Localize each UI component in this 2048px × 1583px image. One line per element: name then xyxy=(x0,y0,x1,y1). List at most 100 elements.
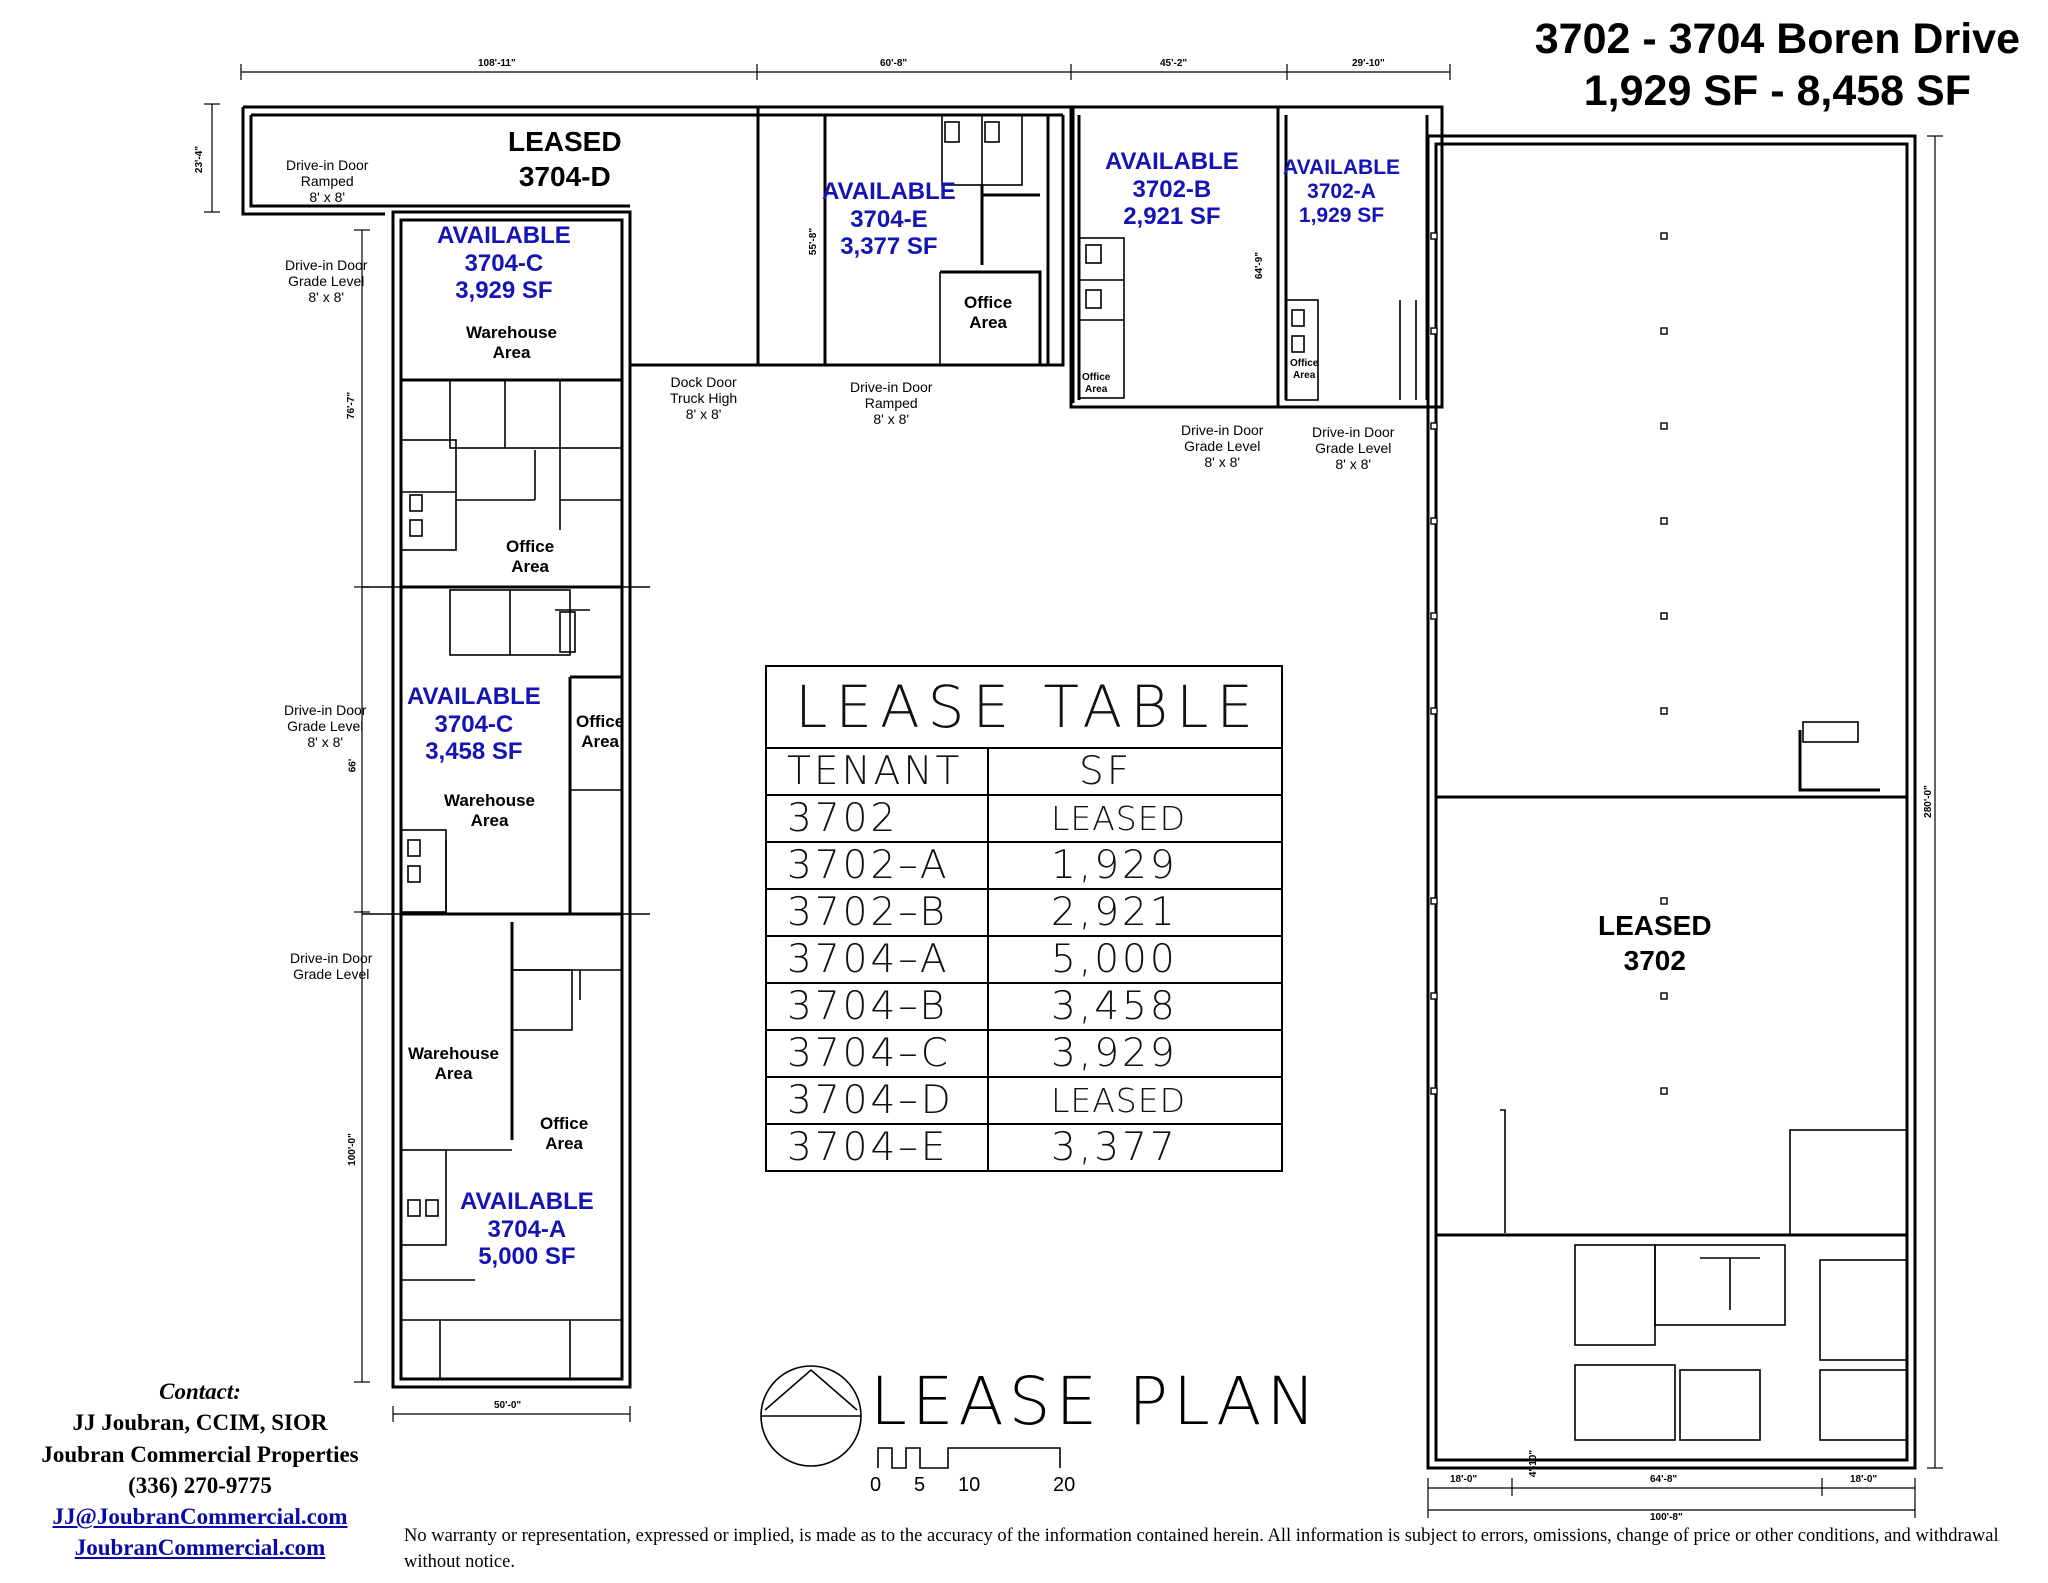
table-row: 3704–A 5,000 xyxy=(765,935,1283,984)
column-header-sf: SF xyxy=(987,747,1283,796)
contact-company: Joubran Commercial Properties xyxy=(41,1441,359,1467)
dimension-text: 23'-4" xyxy=(194,145,206,174)
sf-cell: 1,929 xyxy=(987,841,1283,890)
property-address: 3702 - 3704 Boren Drive xyxy=(1534,15,2020,63)
room-label-line: Warehouse xyxy=(444,791,536,810)
door-label: Drive-in Door Ramped 8' x 8' xyxy=(286,157,368,205)
space-3704-e-label: AVAILABLE 3704-E 3,377 SF xyxy=(822,178,956,261)
space-unit: 3704-E xyxy=(850,205,928,233)
room-label-warehouse: Warehouse Area xyxy=(466,323,557,362)
dimension-text: 29'-10" xyxy=(1352,58,1385,69)
dimension-text: 64'-9" xyxy=(1254,251,1266,280)
space-unit: 3704-D xyxy=(518,161,611,192)
dimension-text: 60'-8" xyxy=(880,58,908,69)
sf-cell: 3,929 xyxy=(987,1029,1283,1078)
northeast-units-walls xyxy=(1069,105,1444,409)
door-label-line: Drive-in Door xyxy=(290,950,373,966)
space-unit: 3702-B xyxy=(1132,175,1212,203)
space-sf: 3,929 SF xyxy=(455,277,553,305)
dimension-text: 64'-8" xyxy=(1650,1474,1678,1485)
scale-bar xyxy=(877,1447,1061,1469)
contact-phone: (336) 270-9775 xyxy=(128,1472,272,1498)
contact-block: Contact: JJ Joubran, CCIM, SIOR Joubran … xyxy=(12,1376,388,1564)
room-label-office: Office Area xyxy=(576,712,624,751)
space-sf: 3,377 SF xyxy=(840,233,938,261)
table-row: 3704–C 3,929 xyxy=(765,1029,1283,1078)
door-label-line: Ramped xyxy=(864,395,918,412)
contact-name: JJ Joubran, CCIM, SIOR xyxy=(72,1410,328,1436)
room-label-line: Office xyxy=(964,293,1013,312)
door-label-line: Grade Level xyxy=(287,718,364,735)
space-unit: 3702-A xyxy=(1307,180,1376,204)
lease-table-title: LEASE TABLE xyxy=(765,665,1283,749)
tenant-cell: 3702–A xyxy=(765,841,989,890)
door-label-line: Truck High xyxy=(670,390,738,407)
room-label-line: Area xyxy=(969,312,1007,332)
door-label: Drive-in Door Grade Level 8' x 8' xyxy=(284,702,366,750)
space-unit: 3704-C xyxy=(464,249,544,277)
space-status: LEASED xyxy=(1598,910,1712,941)
scale-label: 5 xyxy=(914,1474,926,1496)
room-label-office-small: Office Area xyxy=(1290,358,1318,381)
door-label-line: Drive-in Door xyxy=(284,702,367,718)
room-label-office: Office Area xyxy=(506,537,554,576)
tenant-cell: 3704–B xyxy=(765,982,989,1031)
space-unit: 3704-A xyxy=(487,1215,567,1243)
door-label: Drive-in Door Grade Level xyxy=(290,950,372,982)
room-label-warehouse: Warehouse Area xyxy=(408,1044,499,1083)
room-label-line: Area xyxy=(545,1133,583,1153)
column-grid xyxy=(1430,232,1668,1095)
property-title-block: 3702 - 3704 Boren Drive 1,929 SF - 8,458… xyxy=(1535,14,2020,117)
room-label-warehouse: Warehouse Area xyxy=(444,791,535,830)
dimension-text: 76'-7" xyxy=(346,391,358,420)
room-label-office: Office Area xyxy=(540,1114,588,1153)
dimension-text: 55'-8" xyxy=(808,227,820,256)
space-status: AVAILABLE xyxy=(407,683,541,710)
sf-cell: 5,000 xyxy=(987,935,1283,984)
size-range: 1,929 SF - 8,458 SF xyxy=(1583,66,1971,115)
door-label-line: 8' x 8' xyxy=(308,289,345,306)
table-row: 3704–E 3,377 xyxy=(765,1123,1283,1172)
room-label-line: Area xyxy=(434,1063,473,1083)
door-label: Dock Door Truck High 8' x 8' xyxy=(670,374,737,422)
sf-cell: 3,458 xyxy=(987,982,1283,1031)
space-3704-a-label: AVAILABLE 3704-A 5,000 SF xyxy=(460,1188,594,1271)
door-label-line: 8' x 8' xyxy=(685,406,722,423)
room-label-office: Office Area xyxy=(964,293,1012,332)
room-label-office-small: Office Area xyxy=(1082,372,1110,395)
dimension-text: 45'-2" xyxy=(1160,58,1188,69)
door-label: Drive-in Door Grade Level 8' x 8' xyxy=(285,257,367,305)
space-3702-b-label: AVAILABLE 3702-B 2,921 SF xyxy=(1105,148,1239,231)
right-dimension-lines xyxy=(1427,135,1943,1518)
sf-cell: 2,921 xyxy=(987,888,1283,937)
tenant-cell: 3704–A xyxy=(765,935,989,984)
room-label-line: Office xyxy=(506,537,555,556)
contact-website-link[interactable]: JoubranCommercial.com xyxy=(74,1535,326,1561)
tenant-cell: 3702 xyxy=(765,794,989,843)
space-3702-a-label: AVAILABLE 3702-A 1,929 SF xyxy=(1283,156,1400,228)
room-label-line: Office xyxy=(576,712,625,731)
door-label-line: 8' x 8' xyxy=(309,189,346,206)
door-label-line: Ramped xyxy=(300,173,354,190)
space-sf: 5,000 SF xyxy=(478,1243,576,1271)
tenant-cell: 3704–E xyxy=(765,1123,989,1172)
room-label-line: Area xyxy=(1085,383,1108,395)
table-row: 3702–B 2,921 xyxy=(765,888,1283,937)
sf-cell: LEASED xyxy=(987,794,1283,843)
door-label-line: Drive-in Door xyxy=(850,379,933,395)
north-arrow-symbol xyxy=(760,1365,862,1467)
room-label-line: Area xyxy=(470,810,509,830)
lease-table: LEASE TABLE TENANT SF 3702 LEASED 3702–A… xyxy=(765,665,1283,1172)
contact-email-link[interactable]: JJ@JoubranCommercial.com xyxy=(52,1504,348,1530)
space-3702-label: LEASED 3702 xyxy=(1598,908,1712,978)
door-label: Drive-in Door Ramped 8' x 8' xyxy=(850,379,932,427)
room-label-line: Office xyxy=(540,1114,589,1133)
dimension-text: 66' xyxy=(347,758,359,773)
space-3704-c-mid-label: AVAILABLE 3704-C 3,458 SF xyxy=(407,683,541,766)
dimension-text: 4'-10" xyxy=(1528,1449,1540,1478)
room-label-line: Area xyxy=(1293,369,1316,381)
tenant-cell: 3704–D xyxy=(765,1076,989,1125)
door-label-line: 8' x 8' xyxy=(307,734,344,751)
lease-table-title-row: LEASE TABLE xyxy=(765,665,1283,749)
scale-label: 10 xyxy=(958,1474,981,1496)
